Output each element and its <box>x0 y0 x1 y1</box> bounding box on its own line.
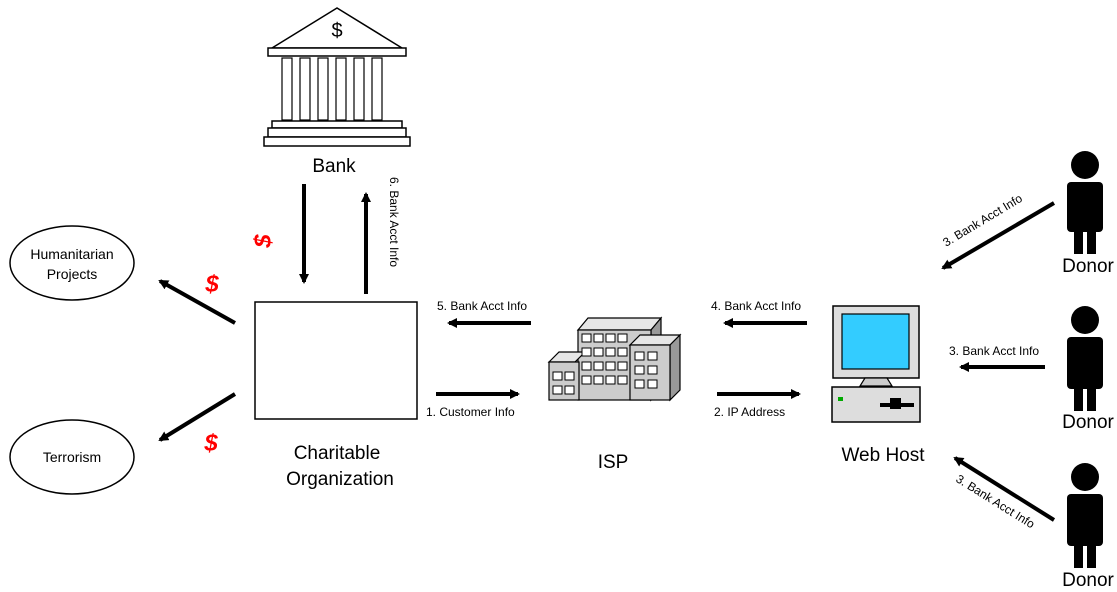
money-symbol: $ <box>250 234 277 249</box>
edge-label-donor2: 3. Bank Acct Info <box>949 344 1039 358</box>
humanitarian-label-line1: Humanitarian <box>30 246 113 262</box>
bank-icon <box>263 7 411 147</box>
donor-label: Donor <box>1062 256 1114 277</box>
donor-icon <box>1067 306 1103 411</box>
money-symbol: $ <box>203 430 218 457</box>
bank-label: Bank <box>312 156 356 177</box>
terrorism-ellipse <box>9 419 135 495</box>
edge-label-webhost-to-isp: 4. Bank Acct Info <box>711 299 801 313</box>
charity-to-humanitarian-arrow <box>158 279 236 325</box>
donor1-to-webhost-arrow <box>941 201 1056 270</box>
charity-label-line1: Charitable <box>294 443 381 464</box>
webhost-label: Web Host <box>841 445 925 466</box>
edge-label-charity-to-bank: 6. Bank Acct Info <box>387 177 401 267</box>
isp-label: ISP <box>598 452 629 473</box>
money-symbol: $ <box>204 271 219 298</box>
charity-box <box>254 301 418 420</box>
bank-dollar-symbol: $ <box>331 20 342 42</box>
humanitarian-ellipse <box>9 225 135 301</box>
edge-label-donor1: 3. Bank Acct Info <box>940 191 1025 250</box>
computer-icon <box>831 305 921 423</box>
charity-to-terrorism-arrow <box>158 392 237 442</box>
donor3-to-webhost-arrow <box>953 456 1056 522</box>
edge-label-isp-to-charity: 5. Bank Acct Info <box>437 299 527 313</box>
humanitarian-label-line2: Projects <box>47 266 98 282</box>
donor-label: Donor <box>1062 570 1114 591</box>
donor-icon <box>1067 463 1103 568</box>
edge-label-customer-info: 1. Customer Info <box>426 405 515 419</box>
isp-building-icon <box>547 316 682 402</box>
donor-label: Donor <box>1062 412 1114 433</box>
terrorism-label: Terrorism <box>43 449 101 465</box>
donor-icon <box>1067 151 1103 254</box>
edge-label-ip-address: 2. IP Address <box>714 405 785 419</box>
charity-label-line2: Organization <box>286 469 394 490</box>
